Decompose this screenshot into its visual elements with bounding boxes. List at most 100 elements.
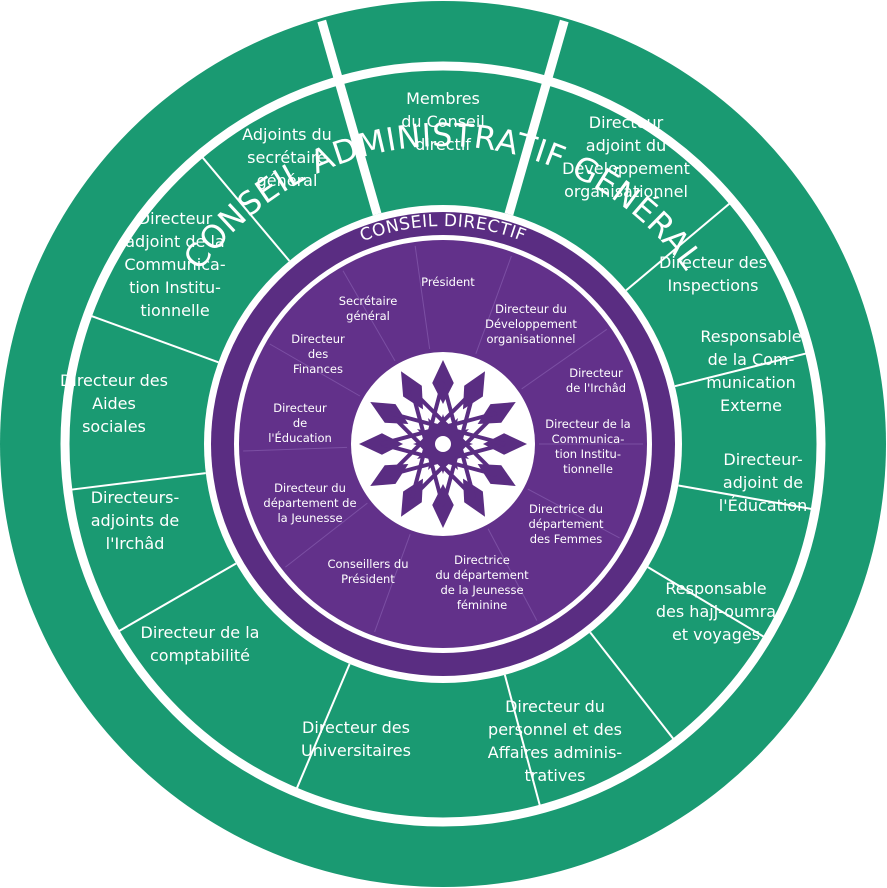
inner-divider-line <box>285 502 368 568</box>
emblem-petal <box>477 402 516 424</box>
outer-member-line: Directeurs- <box>91 488 180 507</box>
outer-member-adjoints-secretaire: Adjoints du secrétaire général <box>242 125 332 190</box>
inner-member-line: Directeur du <box>495 302 567 316</box>
outer-member-line: Communica- <box>124 255 225 274</box>
inner-member-line: Président <box>341 572 395 586</box>
inner-member-line: Président <box>421 275 475 289</box>
outer-member-directeur-adjoint-communication: Directeur adjoint de la Communica-tion Ins… <box>124 209 225 320</box>
outer-divider-line <box>294 663 351 793</box>
outer-member-line: Externe <box>720 396 782 415</box>
inner-member-line: département <box>528 517 604 531</box>
outer-member-line: du Conseil <box>401 112 485 131</box>
outer-member-line: Directeur des <box>659 253 767 272</box>
outer-member-line: et voyages <box>672 625 760 644</box>
outer-member-line: tion Institu- <box>129 278 221 297</box>
inner-member-line: Directeur de la <box>545 417 630 431</box>
outer-member-line: Directeur <box>589 113 664 132</box>
outer-divider-line <box>647 566 768 640</box>
outer-ring-separator <box>60 61 826 827</box>
inner-member-line: Directeur du <box>274 481 346 495</box>
inner-divider-line <box>475 255 512 354</box>
inner-member-line: des <box>308 347 328 361</box>
outer-member-directeur-comptabilite: Directeur de la comptabilité <box>141 623 260 665</box>
outer-member-line: adjoint de <box>723 473 803 492</box>
emblem-petal <box>463 478 485 517</box>
inner-member-line: des Femmes <box>530 532 603 546</box>
inner-member-line: tionnelle <box>563 462 613 476</box>
outer-member-line: Aides <box>92 394 136 413</box>
outer-member-line: Directeur <box>138 209 213 228</box>
inner-member-line: Directeur <box>291 332 345 346</box>
outer-member-line: des hajj-oumra <box>656 602 776 621</box>
emblem-petal <box>477 464 516 486</box>
inner-divider-line <box>243 446 348 452</box>
inner-member-line: Directeur <box>569 366 623 380</box>
outer-member-line: Directeur du <box>505 697 605 716</box>
outer-member-line: comptabilité <box>150 646 250 665</box>
outer-divider-line <box>678 484 816 511</box>
outer-member-line: général <box>257 171 318 190</box>
inner-divider-line <box>527 488 620 539</box>
outer-member-line: de la Com- <box>708 350 795 369</box>
outer-member-responsable-hajj: Responsable des hajj-oumra et voyages <box>656 579 776 644</box>
outer-divider-line <box>115 562 237 634</box>
inner-member-line: Finances <box>293 362 343 376</box>
outer-member-line: Responsable <box>665 579 766 598</box>
inner-member-line: du département <box>435 568 529 582</box>
outer-member-line: Affaires adminis- <box>488 743 622 762</box>
outer-member-line: adjoint du <box>586 136 666 155</box>
star-emblem-icon <box>359 360 527 528</box>
inner-member-line: Développement <box>485 317 577 331</box>
outer-member-line: Adjoints du <box>242 125 332 144</box>
inner-dividers <box>243 245 643 633</box>
emblem-petal <box>401 478 423 517</box>
inner-divider-line <box>342 270 396 362</box>
inner-member-line: l'Éducation <box>268 430 332 445</box>
inner-member-line: féminine <box>457 598 507 612</box>
outer-dividers <box>67 19 816 810</box>
inner-member-line: Secrétaire <box>339 294 398 308</box>
outer-divider-line <box>199 153 291 262</box>
inner-member-line: la Jeunesse <box>277 511 342 525</box>
inner-member-line: Communica- <box>552 432 625 446</box>
outer-member-line: Membres <box>406 89 480 108</box>
inner-member-line: tion Institu- <box>555 447 621 461</box>
outer-member-line: Directeur des <box>302 718 410 737</box>
outer-member-line: Directeur- <box>723 450 802 469</box>
outer-member-line: personnel et des <box>488 720 622 739</box>
inner-member-line: Conseillers du <box>327 557 408 571</box>
emblem-center-dot <box>435 436 451 452</box>
outer-member-line: adjoints de <box>91 511 179 530</box>
outer-member-line: Directeur des <box>60 371 168 390</box>
outer-member-line: munication <box>706 373 796 392</box>
outer-member-line: Développement <box>562 159 690 178</box>
outer-member-line: Directeur de la <box>141 623 260 642</box>
outer-member-line: adjoint de la <box>125 232 224 251</box>
inner-member-line: organisationnel <box>486 332 575 346</box>
outer-divider-line <box>337 80 379 215</box>
inner-member-president: Président <box>421 275 475 289</box>
outer-member-line: secrétaire <box>247 148 327 167</box>
inner-member-line: de <box>293 416 307 430</box>
inner-divider-line <box>521 328 608 390</box>
inner-member-line: Directeur <box>273 401 327 415</box>
